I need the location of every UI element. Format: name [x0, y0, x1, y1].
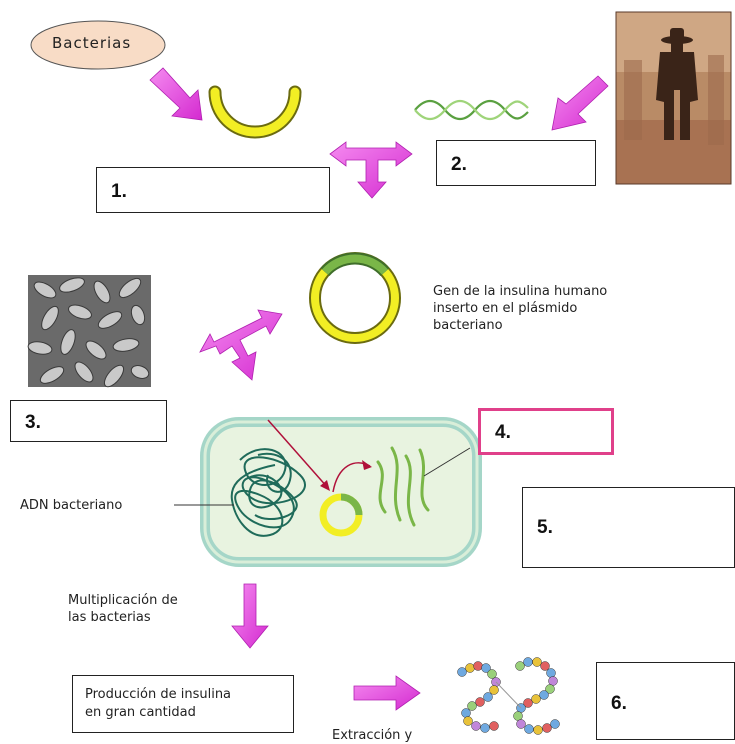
box-4-number: 4. [495, 422, 511, 444]
multiplicacion-line-1: Multiplicación de [68, 592, 178, 609]
down-arrow [232, 584, 268, 648]
multiplicacion-line-2: las bacterias [68, 609, 178, 626]
recombinant-plasmid-icon [315, 258, 395, 338]
right-arrow [354, 676, 420, 710]
bacteria-photo [27, 275, 151, 390]
insulin-molecule-icon [458, 658, 560, 735]
t-arrow-top [330, 142, 412, 198]
t-arrow-middle [200, 310, 282, 380]
answer-box-2[interactable]: 2. [436, 140, 596, 186]
answer-box-3[interactable]: 3. [10, 400, 167, 442]
box-5-number: 5. [537, 517, 553, 539]
box-1-number: 1. [111, 181, 127, 203]
answer-box-1[interactable]: 1. [96, 167, 330, 213]
gene-line-1: Gen de la insulina humano [433, 283, 673, 300]
multiplicacion-label: Multiplicación de las bacterias [68, 592, 178, 626]
produccion-line-2: en gran cantidad [85, 704, 196, 721]
answer-box-5[interactable]: 5. [522, 487, 735, 568]
arrow-image-to-helix [552, 76, 608, 130]
produccion-line-1: Producción de insulina [85, 686, 231, 703]
adn-label: ADN bacteriano [20, 497, 122, 514]
gene-line-2: inserto en el plásmido [433, 300, 673, 317]
box-6-number: 6. [611, 693, 627, 715]
cowboy-picture [616, 12, 731, 184]
open-plasmid-icon [215, 92, 295, 132]
produccion-box: Producción de insulina en gran cantidad [72, 675, 294, 733]
dna-helix-icon [415, 101, 528, 119]
arrow-bacterias-to-plasmid [150, 68, 202, 120]
answer-box-4[interactable]: 4. [478, 408, 614, 455]
gene-description: Gen de la insulina humano inserto en el … [433, 283, 673, 334]
gene-line-3: bacteriano [433, 317, 673, 334]
box-3-number: 3. [25, 412, 41, 434]
extraccion-label: Extracción y [332, 727, 412, 744]
box-2-number: 2. [451, 154, 467, 176]
answer-box-6[interactable]: 6. [596, 662, 735, 740]
